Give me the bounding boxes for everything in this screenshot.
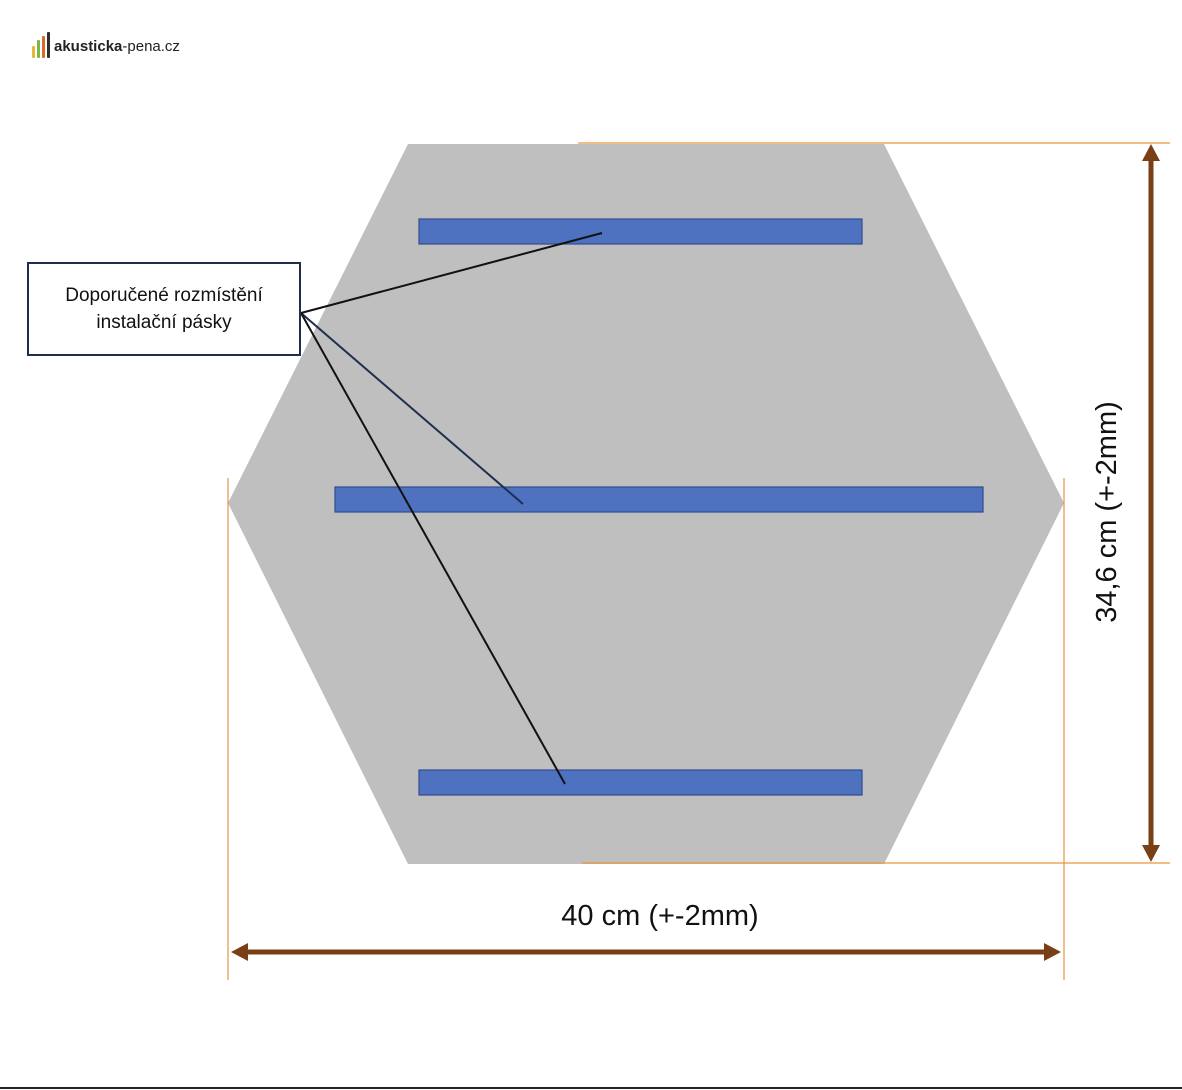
leader-line-bottom — [300, 312, 566, 785]
callout-line-2: instalační pásky — [96, 312, 232, 333]
brand-logo[interactable]: akusticka-pena.cz — [32, 32, 180, 60]
height-dimension-label: 34,6 cm (+-2mm) — [1091, 401, 1123, 623]
width-dimension-label: 40 cm (+-2mm) — [561, 900, 759, 932]
equalizer-icon — [32, 32, 50, 58]
leader-line-middle — [300, 312, 524, 505]
logo-brand: akusticka — [54, 37, 123, 55]
leader-line-top — [300, 232, 603, 314]
bottom-divider — [0, 1087, 1182, 1089]
logo-suffix: -pena.cz — [122, 37, 180, 55]
tape-placement-callout: Doporučené rozmístění instalační pásky — [27, 262, 301, 356]
height-dimension-arrow — [1142, 144, 1160, 862]
width-dimension-arrow — [231, 943, 1061, 961]
tape-strip-top — [418, 218, 863, 245]
tape-strip-middle — [334, 486, 984, 513]
callout-line-1: Doporučené rozmístění — [65, 285, 263, 306]
logo-text: akusticka-pena.cz — [54, 38, 180, 55]
tape-strip-bottom — [418, 769, 863, 796]
